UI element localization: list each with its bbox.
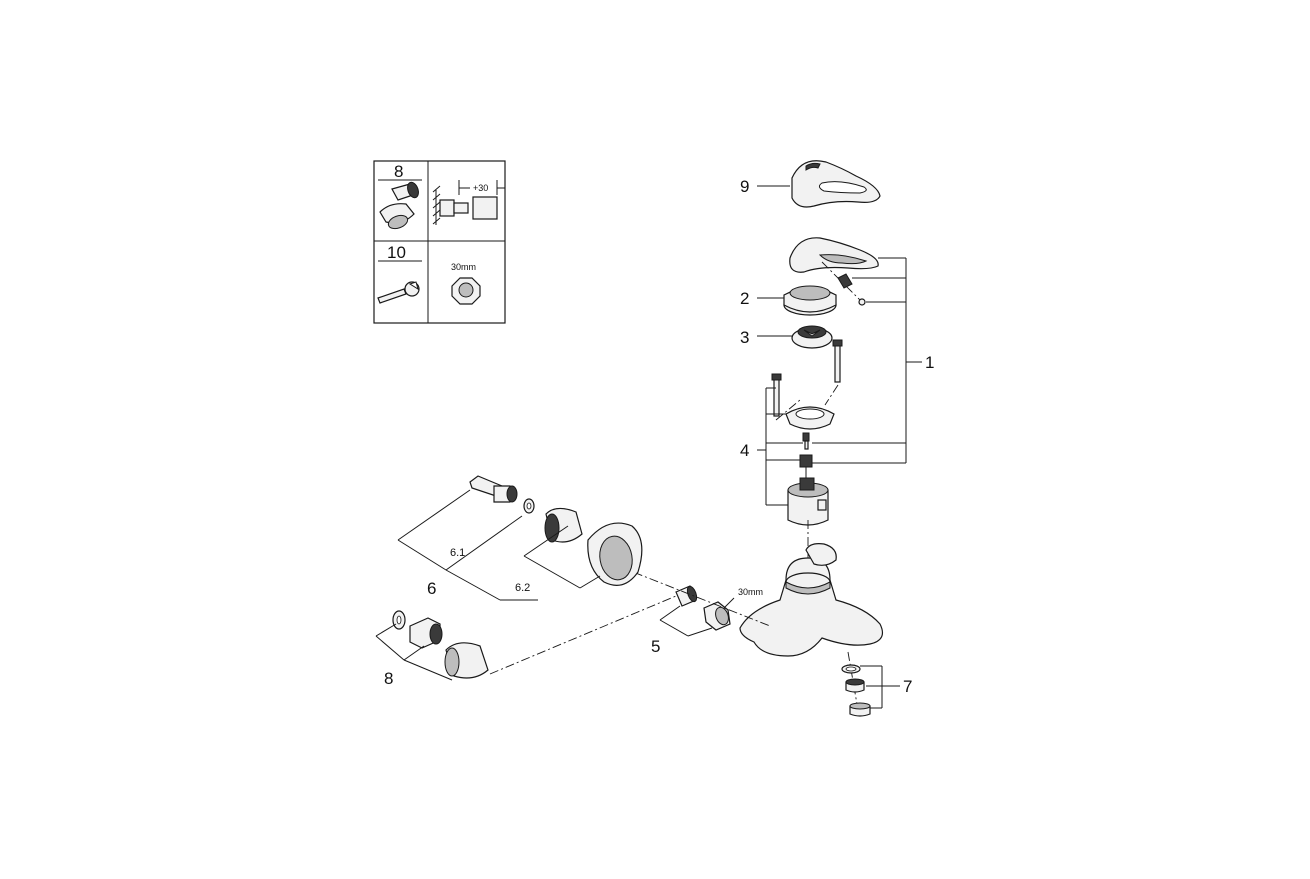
label-7: 7 (903, 677, 912, 696)
part-8-sleeve (444, 642, 489, 679)
label-3: 3 (740, 328, 749, 347)
label-2: 2 (740, 289, 749, 308)
inset-wrench-size: 30mm (451, 262, 476, 272)
label-1: 1 (925, 353, 934, 372)
part-6-2-rosette (587, 522, 643, 586)
label-8-leader-bracket (375, 623, 453, 681)
inset-extension-sleeve-icon (379, 181, 419, 230)
wrench-size-callout: 30mm (738, 587, 763, 597)
part-4-retaining-ring (785, 406, 835, 430)
inset-extension-value: +30 (473, 183, 488, 193)
part-6-1-eccentric-connector (469, 475, 518, 503)
part-4-fixing-bolts (771, 339, 843, 421)
label-6-leader-bracket (397, 489, 601, 601)
label-1-leader-bracket (812, 257, 922, 464)
label-7-leader-bracket (860, 665, 900, 709)
part-4-spindle-adapter (799, 454, 813, 478)
label-9: 9 (740, 177, 749, 196)
part-1-lever-assembly (789, 237, 879, 273)
label-6: 6 (427, 579, 436, 598)
label-4-leader-bracket (757, 387, 803, 506)
accessory-inset-table: 8 +30 10 (373, 160, 506, 324)
inset-extension-dimension-drawing: +30 (432, 180, 505, 225)
label-6-2: 6.2 (515, 582, 530, 594)
label-5-leader-bracket (659, 605, 713, 637)
part-3-adapter (791, 325, 833, 349)
part-8-washer (392, 610, 406, 630)
label-6-1: 6.1 (450, 547, 465, 559)
inset-cell-8-label: 8 (394, 162, 403, 181)
part-8-extension (409, 617, 443, 649)
label-5: 5 (651, 637, 660, 656)
inset-nut-icon (451, 277, 481, 305)
part-7-aerator-set (841, 651, 871, 717)
part-5-union-nut (703, 601, 731, 631)
label-8: 8 (384, 669, 393, 688)
part-6-2-sleeve (544, 507, 583, 543)
wrench-icon (377, 281, 420, 304)
part-2-cover-cap (783, 285, 837, 316)
connection-axis-upper (617, 565, 771, 627)
mixer-body (739, 543, 883, 657)
inset-cell-10-label: 10 (387, 243, 406, 262)
label-4: 4 (740, 441, 749, 460)
part-6-1-washer (523, 498, 535, 514)
part-9-lever-handle (791, 160, 881, 208)
part-1-grub-screw (821, 261, 866, 306)
part-5-nipple (675, 585, 698, 607)
part-4-cartridge (787, 477, 829, 526)
connection-axis-lower (489, 595, 677, 675)
part-4-small-screw (802, 432, 810, 450)
